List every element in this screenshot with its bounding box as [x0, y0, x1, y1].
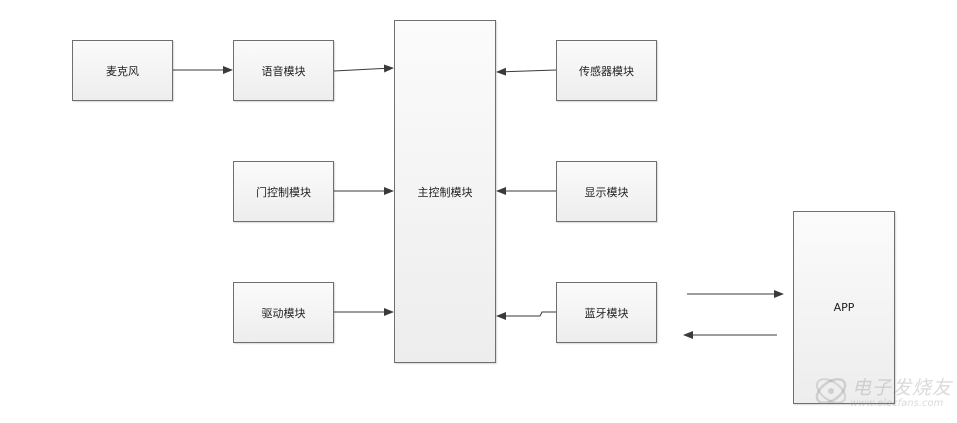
main-control-module-label: 主控制模块: [417, 185, 473, 199]
elecfans-watermark: 电子发烧友 www.elecfans.com: [812, 367, 952, 415]
watermark-url: www.elecfans.com: [850, 398, 944, 409]
door-control-module-label: 门控制模块: [256, 185, 311, 199]
drive-module-label: 驱动模块: [261, 306, 306, 320]
voice-module-label: 语音模块: [261, 64, 306, 78]
drive-module-box: 驱动模块: [233, 282, 334, 343]
bluetooth-module-box: 蓝牙模块: [556, 282, 657, 343]
arrow-voice-to-main: [333, 64, 394, 73]
watermark-text: 电子发烧友: [852, 377, 953, 399]
app-label: APP: [833, 301, 855, 314]
bluetooth-module-label: 蓝牙模块: [584, 306, 629, 320]
voice-module-box: 语音模块: [233, 40, 334, 101]
display-module-label: 显示模块: [584, 185, 629, 199]
microphone-box: 麦克风: [72, 40, 173, 101]
app-box: APP: [793, 211, 895, 404]
microphone-label: 麦克风: [106, 64, 139, 78]
electron-swirl-icon: [815, 377, 847, 405]
arrow-sensor-to-main: [496, 67, 557, 76]
display-module-box: 显示模块: [556, 161, 657, 222]
sensor-module-label: 传感器模块: [579, 64, 634, 78]
main-control-module-box: 主控制模块: [394, 20, 496, 363]
door-control-module-box: 门控制模块: [233, 161, 334, 222]
sensor-module-box: 传感器模块: [556, 40, 657, 101]
arrow-bluetooth-to-main: [496, 311, 556, 320]
